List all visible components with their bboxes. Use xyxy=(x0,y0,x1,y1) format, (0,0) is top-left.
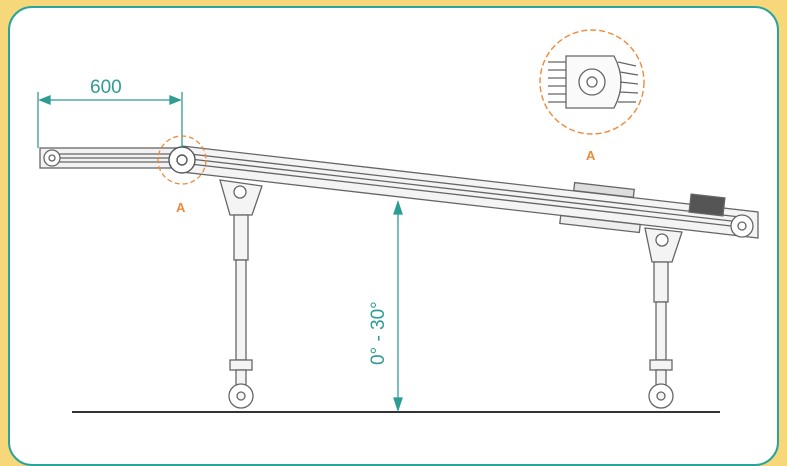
right-support-leg xyxy=(644,227,683,409)
horizontal-conveyor-section xyxy=(39,147,181,169)
detail-circle-joint xyxy=(157,135,207,185)
detail-inset-a xyxy=(539,29,645,135)
length-dimension xyxy=(37,92,183,148)
length-dimension-label: 600 xyxy=(90,77,122,98)
angle-dimension-label: 0° - 30° xyxy=(368,301,389,365)
detail-label-right: A xyxy=(586,148,596,163)
detail-label-left: A xyxy=(176,200,186,215)
pivot-joint xyxy=(168,146,196,174)
left-support-leg xyxy=(219,179,263,409)
conveyor-diagram: 600 0° - 30° A A xyxy=(37,29,759,413)
angle-dimension xyxy=(393,199,403,413)
inclined-conveyor-section xyxy=(181,145,759,239)
